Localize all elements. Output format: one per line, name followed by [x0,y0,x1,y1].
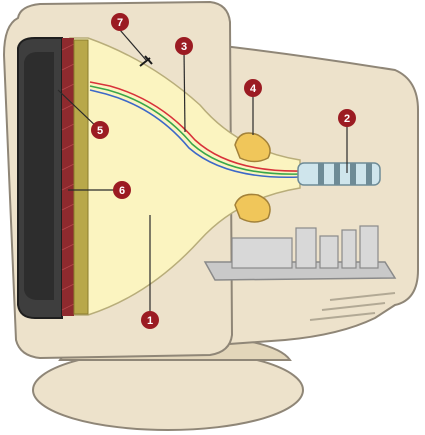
electron-guns [297,162,381,186]
anode-connection [139,55,153,67]
electron-beams [89,81,301,179]
callout-4: 4 [244,79,262,97]
svg-text:5: 5 [97,125,103,137]
shadow-mask [73,39,89,315]
vent-slots [309,292,396,321]
callout-1: 1 [141,311,159,329]
phosphor-coating [62,38,74,316]
svg-text:7: 7 [117,17,123,29]
svg-text:4: 4 [250,83,257,95]
svg-text:1: 1 [147,315,153,327]
circuit-board [203,225,397,281]
svg-text:2: 2 [344,113,350,125]
callout-2: 2 [338,109,356,127]
svg-text:6: 6 [119,185,125,197]
svg-text:3: 3 [181,41,187,53]
callout-5: 5 [91,121,109,139]
vacuum-tube [69,37,301,316]
deflection-coils [234,132,271,223]
callout-6: 6 [113,181,131,199]
callout-7: 7 [111,13,129,31]
phosphor-hatch [61,43,75,311]
callout-3: 3 [175,37,193,55]
